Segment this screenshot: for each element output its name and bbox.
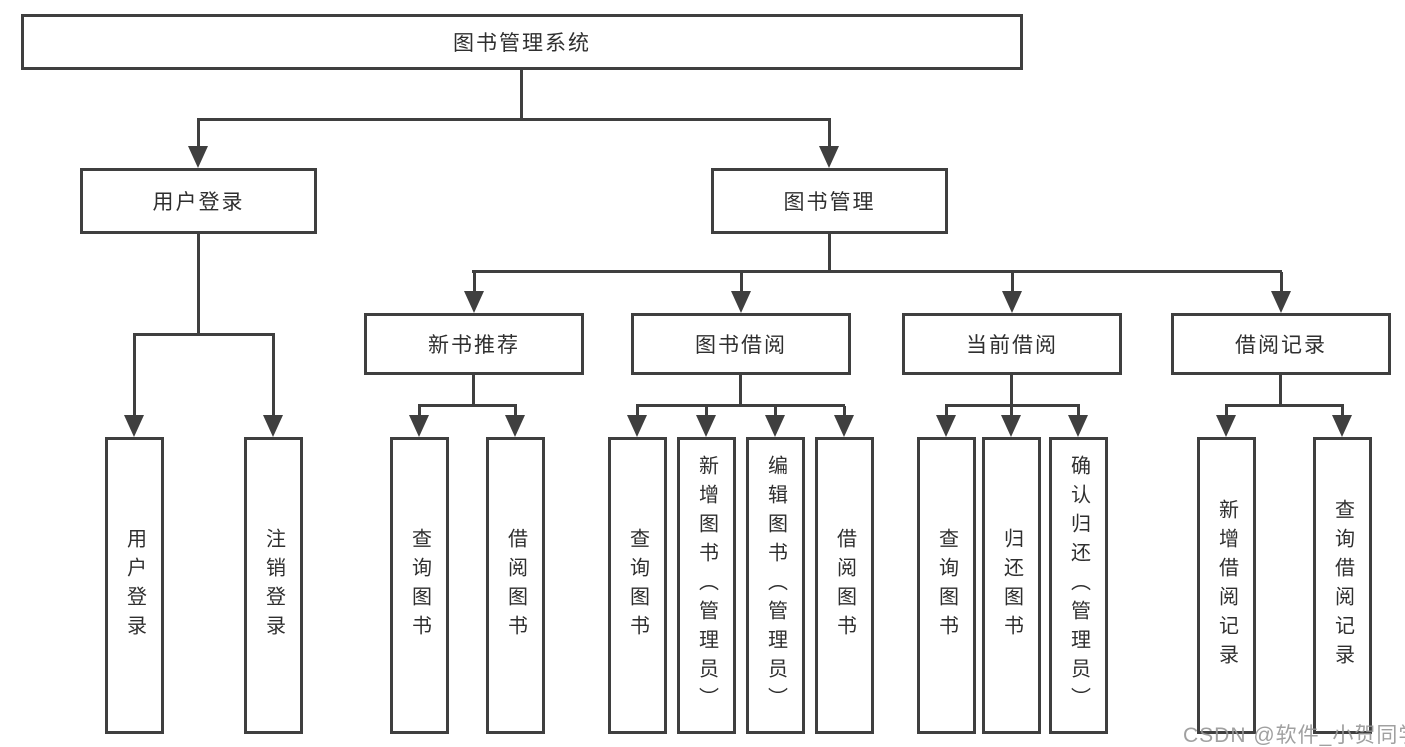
arrow-down-icon: [1271, 272, 1291, 313]
connector-borrow-stem: [739, 375, 742, 406]
leaf-return-books: 归还图书: [982, 437, 1041, 734]
arrow-down-icon: [409, 406, 429, 437]
arrow-down-icon: [1068, 406, 1088, 437]
connector-newbook-hbar: [418, 404, 517, 407]
node-user-login: 用户登录: [80, 168, 317, 234]
connector-bookmgmt-stem: [828, 234, 831, 272]
node-current-borrowing: 当前借阅: [902, 313, 1122, 375]
leaf-edit-book-admin-label: 编辑图书（管理员）: [764, 455, 787, 716]
connector-userlogin-hbar: [133, 333, 275, 336]
leaf-borrow-books-2-label: 借阅图书: [833, 527, 856, 644]
leaf-edit-book-admin: 编辑图书（管理员）: [746, 437, 805, 734]
leaf-query-books-3-label: 查询图书: [935, 527, 958, 644]
leaf-add-book-admin-label: 新增图书（管理员）: [695, 455, 718, 716]
arrow-down-icon: [1332, 406, 1352, 437]
arrow-down-icon: [627, 406, 647, 437]
leaf-query-books-3: 查询图书: [917, 437, 976, 734]
node-library-system: 图书管理系统: [21, 14, 1023, 70]
arrow-down-icon: [731, 272, 751, 313]
arrow-down-icon: [819, 120, 839, 168]
leaf-add-book-admin: 新增图书（管理员）: [677, 437, 736, 734]
leaf-user-login-label: 用户登录: [123, 527, 146, 644]
leaf-user-login: 用户登录: [105, 437, 164, 734]
arrow-down-icon: [464, 272, 484, 313]
leaf-logout-login-label: 注销登录: [262, 527, 285, 644]
arrow-down-icon: [696, 406, 716, 437]
arrow-down-icon: [1002, 272, 1022, 313]
leaf-query-borrow-record-label: 查询借阅记录: [1331, 498, 1354, 673]
connector-records-stem: [1279, 375, 1282, 406]
connector-root-stem: [520, 70, 523, 120]
connector-records-hbar: [1225, 404, 1344, 407]
leaf-borrow-books-2: 借阅图书: [815, 437, 874, 734]
arrow-down-icon: [936, 406, 956, 437]
arrow-down-icon: [834, 406, 854, 437]
leaf-query-borrow-record: 查询借阅记录: [1313, 437, 1372, 734]
leaf-confirm-return-admin-label: 确认归还（管理员）: [1067, 455, 1090, 716]
connector-borrow-hbar: [636, 404, 845, 407]
arrow-down-icon: [1001, 406, 1021, 437]
leaf-add-borrow-record: 新增借阅记录: [1197, 437, 1256, 734]
node-book-borrowing-label: 图书借阅: [695, 334, 787, 357]
node-current-borrowing-label: 当前借阅: [966, 334, 1058, 357]
node-borrow-records-label: 借阅记录: [1235, 334, 1327, 357]
leaf-return-books-label: 归还图书: [1000, 527, 1023, 644]
connector-current-stem: [1010, 375, 1013, 406]
leaf-borrow-books-1: 借阅图书: [486, 437, 545, 734]
connector-bookmgmt-hbar: [472, 270, 1282, 273]
arrow-down-icon: [124, 335, 144, 437]
node-library-system-label: 图书管理系统: [453, 32, 591, 55]
node-new-book-recommend-label: 新书推荐: [428, 334, 520, 357]
leaf-add-borrow-record-label: 新增借阅记录: [1215, 498, 1238, 673]
connector-newbook-stem: [472, 375, 475, 406]
connector-userlogin-stem: [197, 234, 200, 335]
leaf-query-books-1-label: 查询图书: [408, 527, 431, 644]
leaf-query-books-2: 查询图书: [608, 437, 667, 734]
node-book-management-label: 图书管理: [783, 191, 876, 214]
watermark: CSDN @软件_小贺同学: [1183, 724, 1405, 747]
arrow-down-icon: [188, 120, 208, 168]
node-user-login-label: 用户登录: [152, 191, 245, 214]
node-new-book-recommend: 新书推荐: [364, 313, 584, 375]
arrow-down-icon: [263, 335, 283, 437]
arrow-down-icon: [505, 406, 525, 437]
connector-root-hbar: [197, 118, 831, 121]
connector-current-hbar: [945, 404, 1080, 407]
node-book-management: 图书管理: [711, 168, 948, 234]
leaf-query-books-1: 查询图书: [390, 437, 449, 734]
leaf-confirm-return-admin: 确认归还（管理员）: [1049, 437, 1108, 734]
node-book-borrowing: 图书借阅: [631, 313, 851, 375]
arrow-down-icon: [765, 406, 785, 437]
leaf-query-books-2-label: 查询图书: [626, 527, 649, 644]
leaf-borrow-books-1-label: 借阅图书: [504, 527, 527, 644]
arrow-down-icon: [1216, 406, 1236, 437]
leaf-logout-login: 注销登录: [244, 437, 303, 734]
node-borrow-records: 借阅记录: [1171, 313, 1391, 375]
